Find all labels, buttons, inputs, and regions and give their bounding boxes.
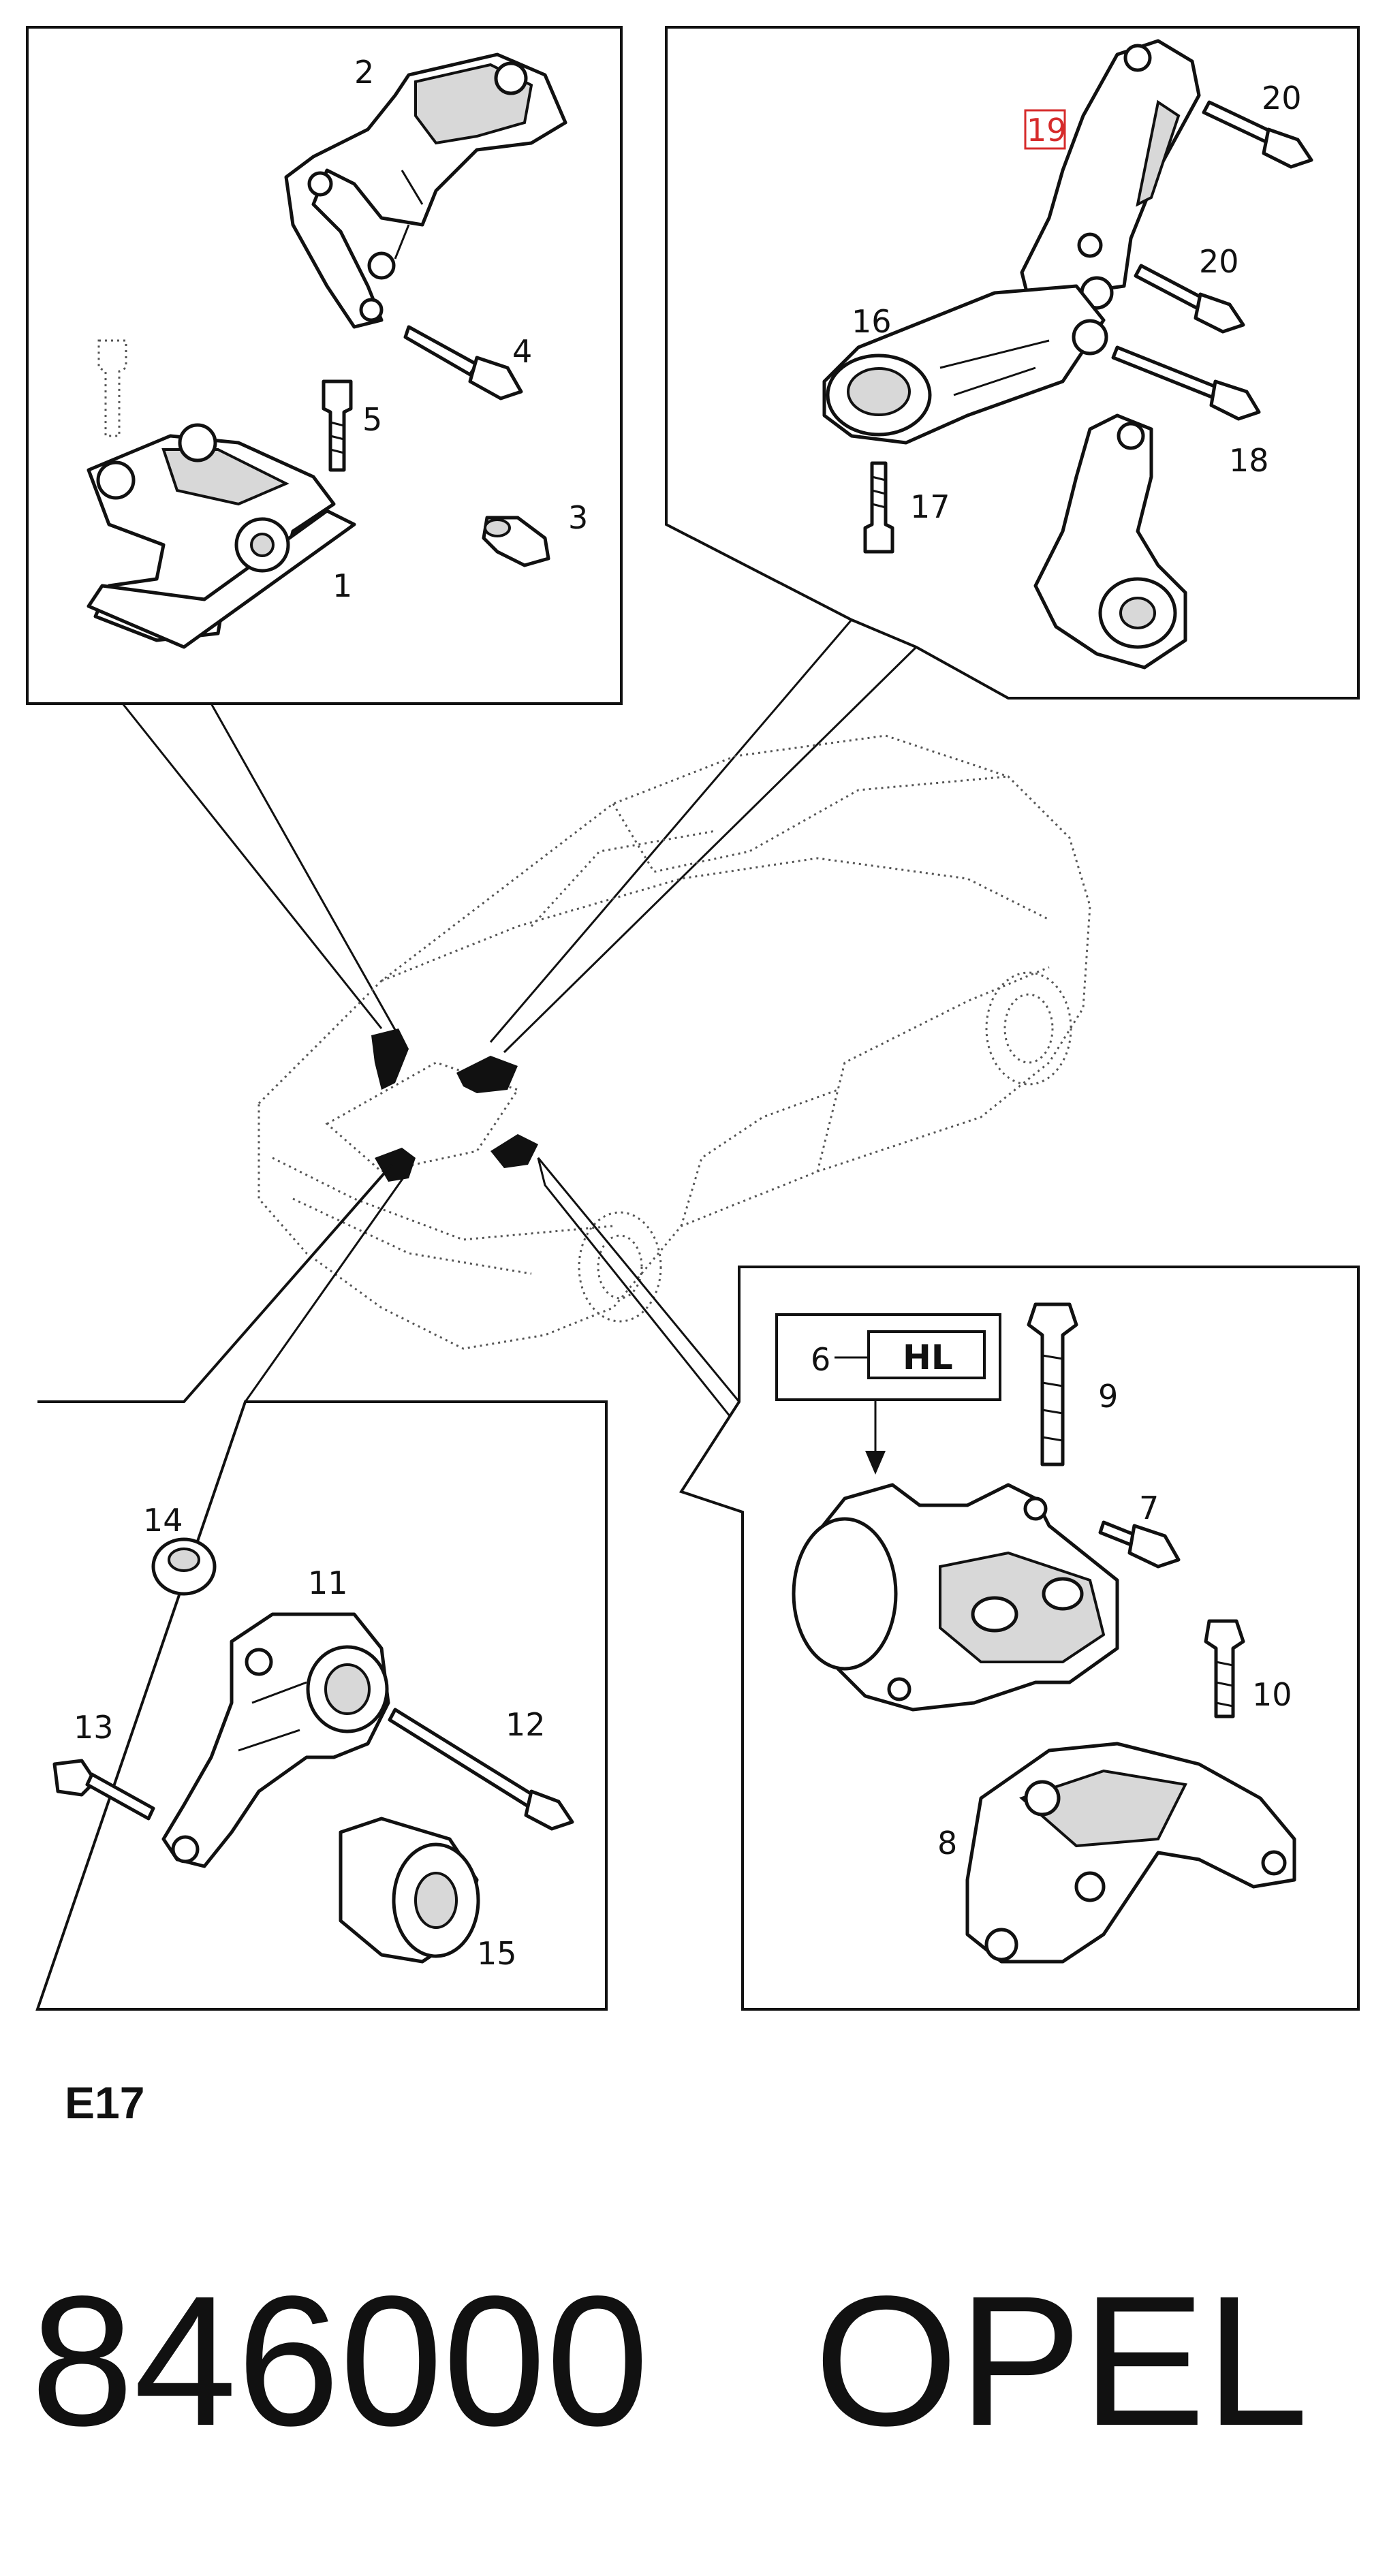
- part-number: 846000: [31, 2257, 649, 2464]
- bolt-part-3: [482, 516, 550, 567]
- label-part-2: 2: [354, 54, 374, 91]
- bolt-part-18: [1111, 345, 1261, 421]
- label-part-12: 12: [505, 1706, 546, 1743]
- hl-box-label: HL: [903, 1338, 953, 1377]
- label-part-14: 14: [143, 1502, 183, 1539]
- label-part-20-lower: 20: [1199, 243, 1239, 280]
- bolt-part-5: [322, 379, 353, 472]
- arm-part-19: [1020, 39, 1201, 310]
- bolt-part-17: [863, 461, 894, 554]
- mount-marker-1: [371, 1028, 409, 1090]
- label-part-6: 6: [811, 1341, 830, 1378]
- label-part-15: 15: [477, 1935, 517, 1972]
- bolt-part-9: [1027, 1302, 1078, 1466]
- mount-bracket-upper-right: [1033, 413, 1187, 670]
- label-part-10: 10: [1252, 1676, 1292, 1713]
- highlight-box: [1024, 109, 1066, 150]
- label-part-1: 1: [332, 567, 352, 604]
- bracket-part-8: [965, 1742, 1296, 1964]
- phantom-bolt: [97, 339, 127, 437]
- bracket-part-2: [284, 52, 567, 329]
- bolt-part-20-lower: [1134, 264, 1245, 334]
- mount-marker-2: [456, 1056, 518, 1093]
- nut-part-14: [151, 1537, 217, 1596]
- label-part-17: 17: [910, 488, 950, 525]
- mount-part-1: [87, 423, 356, 649]
- panel-bottom-right: 6 HL: [537, 1157, 1360, 2011]
- bushing-part-15: [339, 1817, 480, 1964]
- label-part-19: 19: [1027, 112, 1067, 148]
- hl-box-group: 6 HL: [775, 1313, 1001, 1475]
- arm-part-11: [161, 1612, 390, 1868]
- car-outline: [258, 734, 1091, 1350]
- bolt-part-13: [52, 1759, 155, 1821]
- label-part-16: 16: [852, 303, 892, 340]
- label-part-9: 9: [1098, 1378, 1118, 1415]
- bolt-part-20-upper: [1202, 100, 1313, 169]
- strut-part-16: [822, 284, 1108, 445]
- bolt-part-7: [1098, 1520, 1181, 1569]
- panel-top-left: 2 4 5 3 1: [26, 26, 623, 1031]
- diagram-code: E17: [65, 2077, 144, 2128]
- label-part-3: 3: [568, 499, 588, 536]
- bolt-part-12: [388, 1708, 574, 1831]
- panel-bottom-left: 14 11 12 13 15: [35, 1163, 608, 2011]
- mount-part-6: [792, 1483, 1119, 1712]
- label-part-20-upper: 20: [1262, 80, 1302, 116]
- label-part-5: 5: [362, 401, 382, 438]
- mount-marker-4: [490, 1134, 538, 1168]
- panel-top-right: 20 19 20 16 18 17: [489, 26, 1360, 1054]
- label-part-7: 7: [1139, 1490, 1159, 1526]
- label-part-8: 8: [937, 1825, 957, 1862]
- bolt-part-10: [1204, 1619, 1245, 1718]
- brand-name: OPEL: [814, 2257, 1309, 2464]
- label-part-18: 18: [1229, 442, 1269, 479]
- label-part-13: 13: [74, 1709, 114, 1746]
- bolt-part-4: [403, 325, 523, 400]
- label-part-11: 11: [308, 1565, 348, 1601]
- label-part-4: 4: [512, 333, 532, 370]
